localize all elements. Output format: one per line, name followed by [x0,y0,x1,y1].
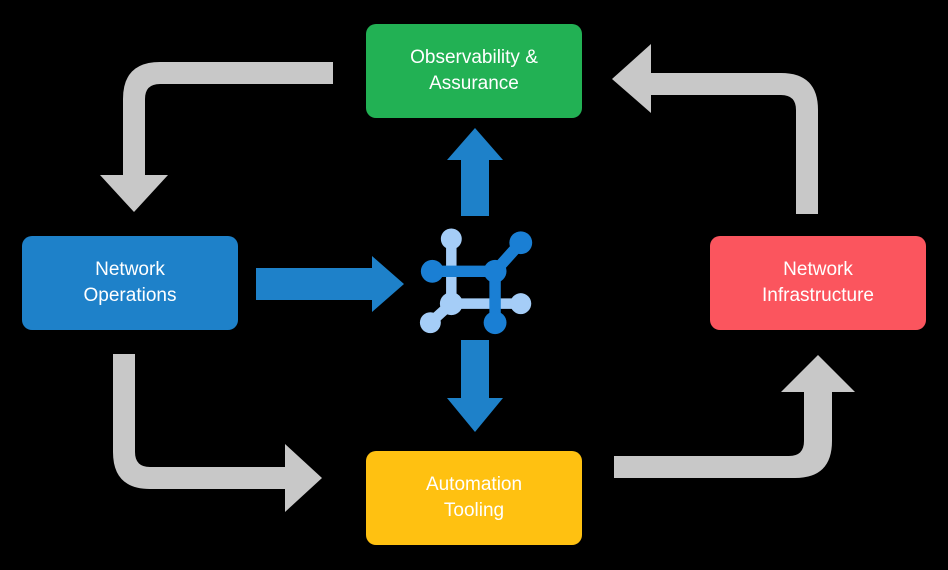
arrow-operations-to-automation [113,354,322,512]
arrow-center-to-automation [447,340,503,432]
node-label-automation-tooling: Automation Tooling [425,474,523,521]
arrow-infrastructure-to-observability [612,44,818,214]
topology-nodes-dark [420,231,533,335]
node-label-network-infrastructure: Network Infrastructure [762,259,874,306]
node-box-network-infrastructure[interactable]: Network Infrastructure [710,236,926,330]
node-box-network-operations[interactable]: Network Operations [22,236,238,330]
node-label-network-operations: Network Operations [83,259,177,306]
node-label-observability: Observability & Assurance [410,47,538,94]
node-box-automation-tooling[interactable]: Automation Tooling [366,451,582,545]
topology-nodes-light [419,228,532,334]
arrow-observability-to-operations [100,62,333,212]
node-box-observability[interactable]: Observability & Assurance [366,24,582,118]
network-topology-icon [419,228,533,335]
arrow-operations-to-center [256,256,404,312]
arrow-automation-to-infrastructure [614,355,855,478]
arrow-center-to-observability [447,128,503,216]
